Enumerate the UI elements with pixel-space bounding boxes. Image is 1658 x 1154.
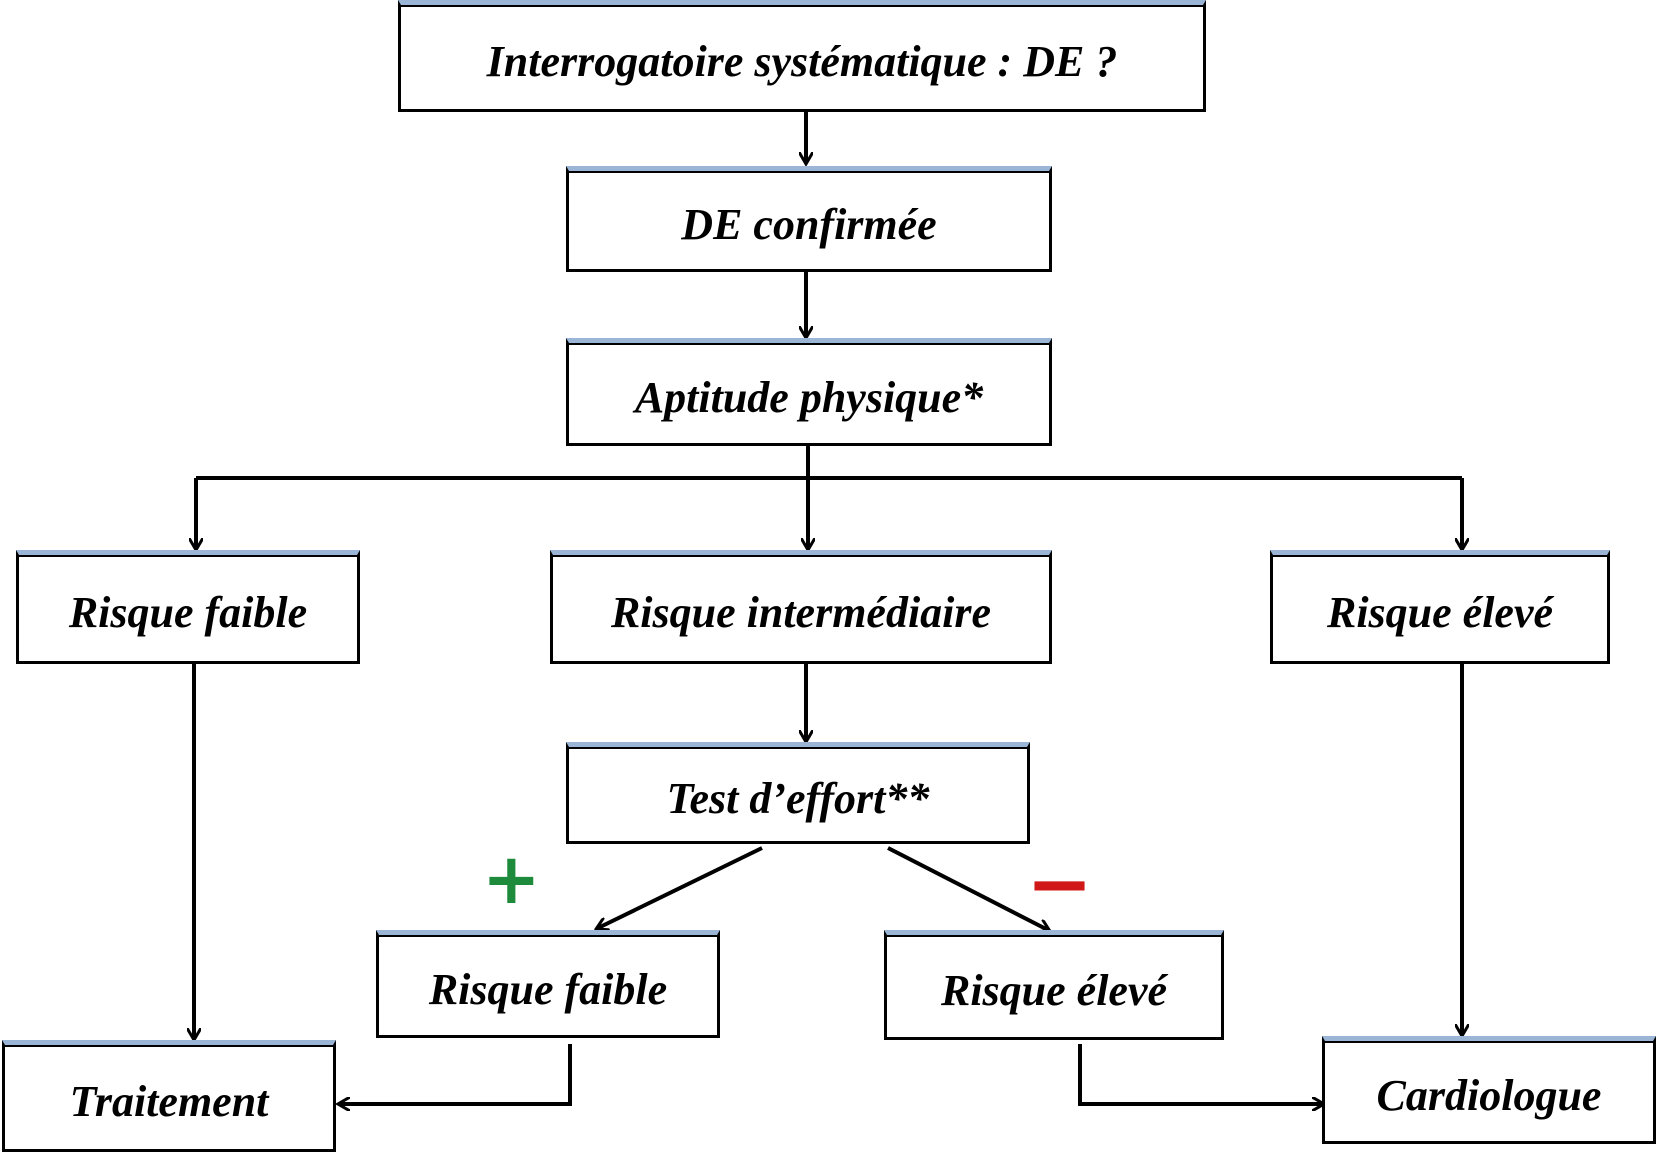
arrow-test-to-risque-eleve <box>887 846 1048 930</box>
box-risque-faible-left: Risque faible <box>16 550 360 664</box>
label-risque-intermediaire: Risque intermédiaire <box>610 587 992 637</box>
box-cardiologue: Cardiologue <box>1322 1036 1656 1144</box>
box-risque-eleve-center: Risque élevé <box>884 930 1224 1040</box>
box-risque-faible-center: Risque faible <box>376 930 720 1038</box>
box-aptitude-physique: Aptitude physique* <box>566 338 1052 446</box>
box-risque-eleve-right: Risque élevé <box>1270 550 1610 664</box>
label-risque-eleve-right: Risque élevé <box>1326 587 1554 637</box>
label-de-confirmee: DE confirmée <box>681 199 937 249</box>
label-test-effort: Test d’effort** <box>666 773 930 823</box>
label-cardiologue: Cardiologue <box>1376 1070 1602 1120</box>
arrow-risque-eleve2-to-cardiologue <box>1078 1044 1322 1104</box>
label-traitement: Traitement <box>69 1076 269 1126</box>
box-test-effort: Test d’effort** <box>566 742 1030 844</box>
box-de-confirmee: DE confirmée <box>566 166 1052 272</box>
label-aptitude-physique: Aptitude physique* <box>634 372 984 422</box>
arrow-test-to-risque-faible <box>598 846 763 928</box>
label-risque-eleve-center: Risque élevé <box>940 965 1168 1015</box>
arrow-risque-faible2-to-traitement <box>340 1044 572 1104</box>
box-risque-intermediaire: Risque intermédiaire <box>550 550 1052 664</box>
label-interrogatoire: Interrogatoire systématique : DE ? <box>486 36 1118 86</box>
label-risque-faible-left: Risque faible <box>68 587 308 637</box>
label-risque-faible-center: Risque faible <box>428 964 668 1014</box>
plus-sign: + <box>482 838 541 920</box>
box-interrogatoire: Interrogatoire systématique : DE ? <box>398 0 1206 112</box>
box-traitement: Traitement <box>2 1040 336 1152</box>
minus-sign: − <box>1026 837 1094 930</box>
